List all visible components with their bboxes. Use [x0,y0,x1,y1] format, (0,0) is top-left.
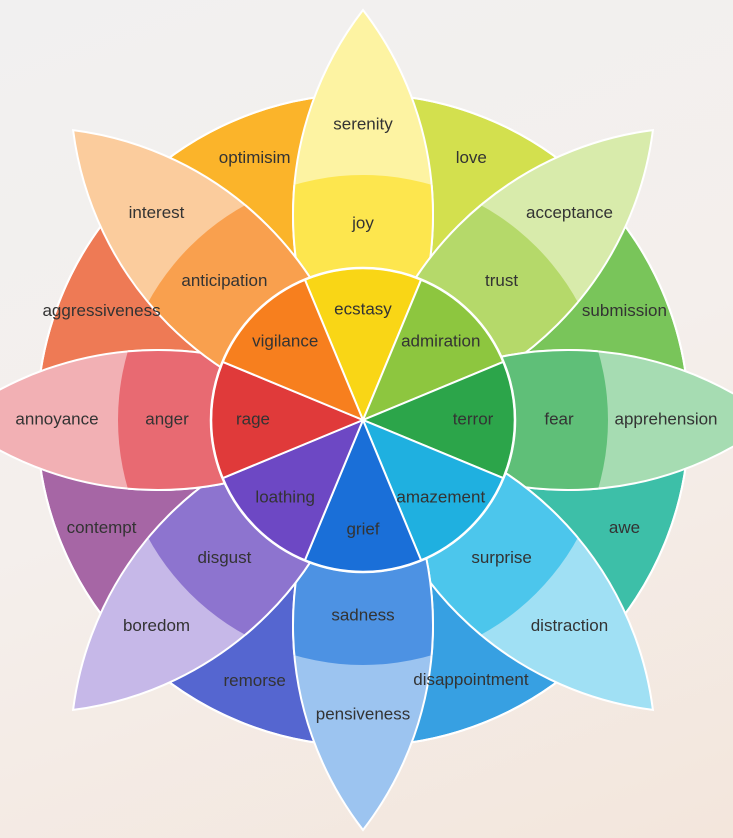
label-basic: trust [485,271,518,290]
label-mild: pensiveness [316,704,411,723]
label-basic: fear [544,409,574,428]
label-intense: ecstasy [334,299,392,318]
label-intense: rage [236,409,270,428]
label-intense: vigilance [252,332,318,351]
label-mild: boredom [123,616,190,635]
label-mild: interest [129,203,185,222]
label-dyad: contempt [67,518,137,537]
label-dyad: aggressiveness [42,301,160,320]
label-mild: annoyance [15,409,98,428]
labels: ecstasy joy serenity admiration trust accepta… [15,114,717,723]
label-dyad: disappointment [413,670,529,689]
label-dyad: awe [609,518,640,537]
label-intense: terror [453,409,494,428]
inner-circle-outline [209,266,517,574]
label-basic: joy [351,213,374,232]
label-mild: distraction [531,616,608,635]
label-intense: grief [346,519,379,538]
label-basic: anticipation [181,271,267,290]
label-intense: admiration [401,332,480,351]
label-mild: acceptance [526,203,613,222]
label-basic: surprise [471,548,531,567]
label-basic: anger [145,409,189,428]
label-basic: disgust [197,548,251,567]
label-dyad: love [456,148,487,167]
label-mild: apprehension [614,409,717,428]
label-intense: loathing [255,487,315,506]
inner-circle [209,266,517,574]
label-dyad: remorse [224,671,286,690]
label-basic: sadness [331,605,394,624]
label-dyad: optimisim [219,148,291,167]
label-intense: amazement [396,487,485,506]
label-mild: serenity [333,114,393,133]
label-dyad: submission [582,301,667,320]
